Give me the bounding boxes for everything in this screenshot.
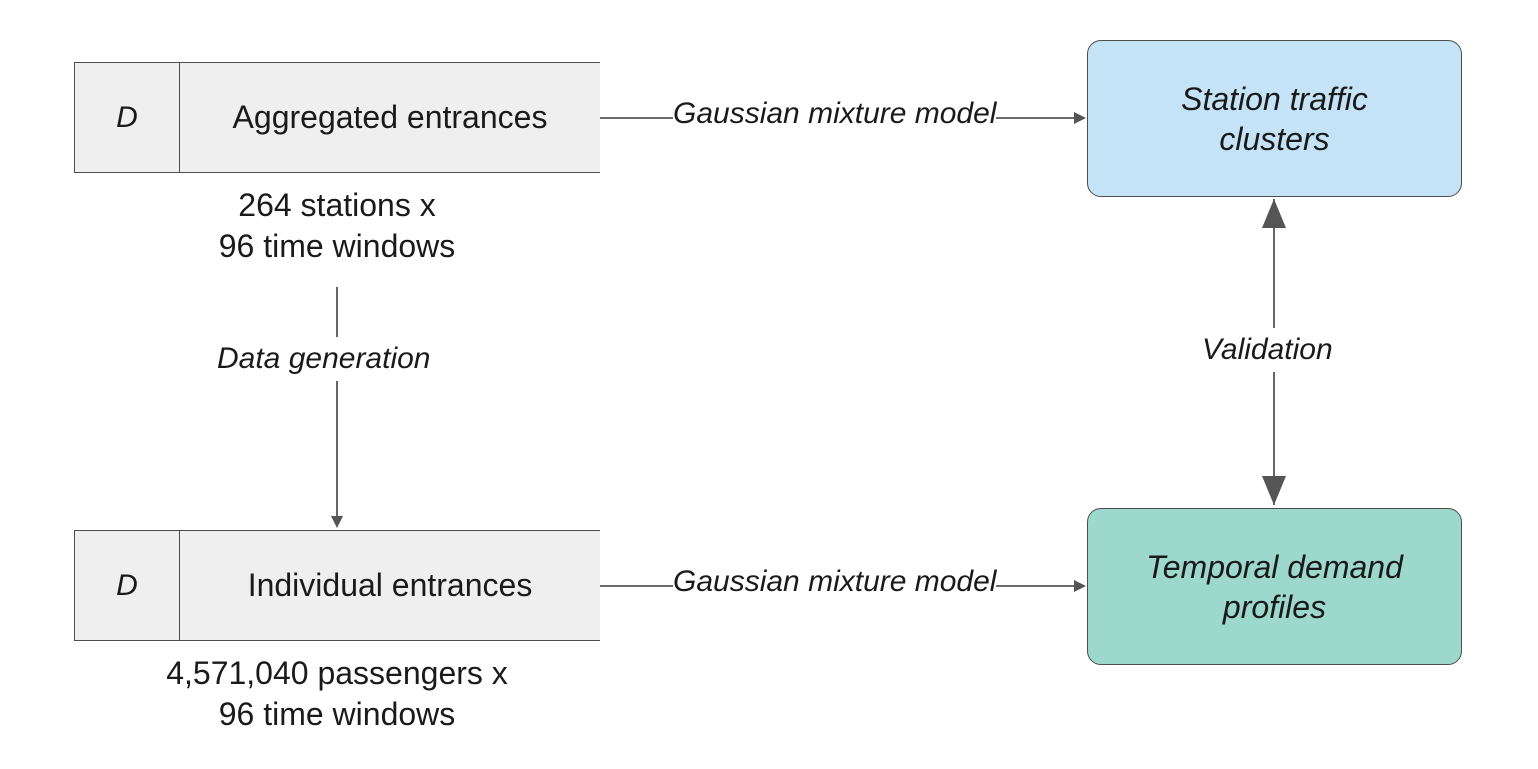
store-id-letter: D — [75, 63, 180, 172]
box-line-2: clusters — [1219, 120, 1330, 157]
temporal-demand-profiles-box: Temporal demand profiles — [1087, 508, 1462, 665]
store-label: Aggregated entrances — [232, 99, 548, 135]
validation-arrowhead-down — [1262, 476, 1286, 505]
store-id-letter: D — [75, 531, 180, 640]
edge-label-validation: Validation — [1202, 328, 1333, 372]
box-line-1: Temporal demand — [1146, 548, 1403, 585]
dims-line-2: 96 time windows — [218, 696, 456, 732]
aggregated-dimensions: 264 stations x 96 time windows — [137, 185, 537, 267]
store-label: Individual entrances — [247, 567, 533, 603]
box-line-2: profiles — [1222, 588, 1327, 625]
individual-dimensions: 4,571,040 passengers x 96 time windows — [117, 653, 557, 735]
dims-line-2: 96 time windows — [218, 228, 456, 264]
validation-arrowhead-up — [1262, 199, 1286, 228]
aggregated-entrances-store: D Aggregated entrances — [74, 62, 600, 173]
individual-entrances-store: D Individual entrances — [74, 530, 600, 641]
edge-label-gmm-top: Gaussian mixture model — [673, 96, 997, 132]
station-traffic-clusters-box: Station traffic clusters — [1087, 40, 1462, 197]
edge-label-data-generation: Data generation — [217, 337, 431, 381]
dims-line-1: 4,571,040 passengers x — [166, 655, 508, 691]
edge-label-gmm-bottom: Gaussian mixture model — [673, 564, 997, 600]
box-line-1: Station traffic — [1181, 80, 1368, 117]
dims-line-1: 264 stations x — [238, 187, 436, 223]
